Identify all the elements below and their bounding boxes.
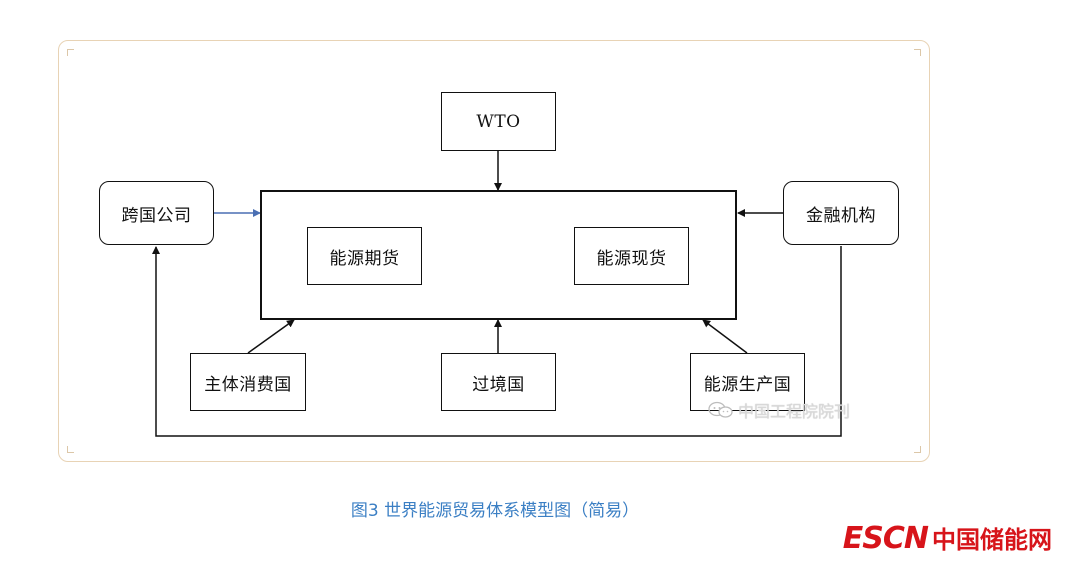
wechat-icon — [708, 401, 733, 418]
frame-corner — [67, 446, 74, 453]
escn-logo: ESCN 中国储能网 — [843, 520, 1052, 556]
node-financial: 金融机构 — [783, 181, 899, 245]
frame-corner — [914, 446, 921, 453]
arrow-producer-market — [702, 319, 748, 354]
logo-en: ESCN — [842, 521, 929, 556]
arrow-financial-multinational-loop — [152, 246, 842, 437]
frame-corner — [67, 49, 74, 56]
logo-cn: 中国储能网 — [932, 526, 1052, 554]
node-producer: 能源生产国 — [690, 353, 805, 411]
energy-market-container — [260, 190, 737, 320]
watermark: 中国工程院院刊 — [708, 398, 850, 422]
arrow-consumer-market — [247, 319, 295, 354]
diagram-frame — [58, 40, 930, 462]
node-consumer: 主体消费国 — [190, 353, 306, 411]
node-multinational: 跨国公司 — [99, 181, 214, 245]
node-wto: WTO — [441, 92, 556, 151]
figure-caption: 图3 世界能源贸易体系模型图（简易） — [350, 501, 640, 521]
frame-corner — [914, 49, 921, 56]
node-transit: 过境国 — [441, 353, 556, 411]
watermark-text: 中国工程院院刊 — [738, 402, 851, 421]
node-futures: 能源期货 — [307, 227, 422, 285]
node-spot: 能源现货 — [574, 227, 689, 285]
